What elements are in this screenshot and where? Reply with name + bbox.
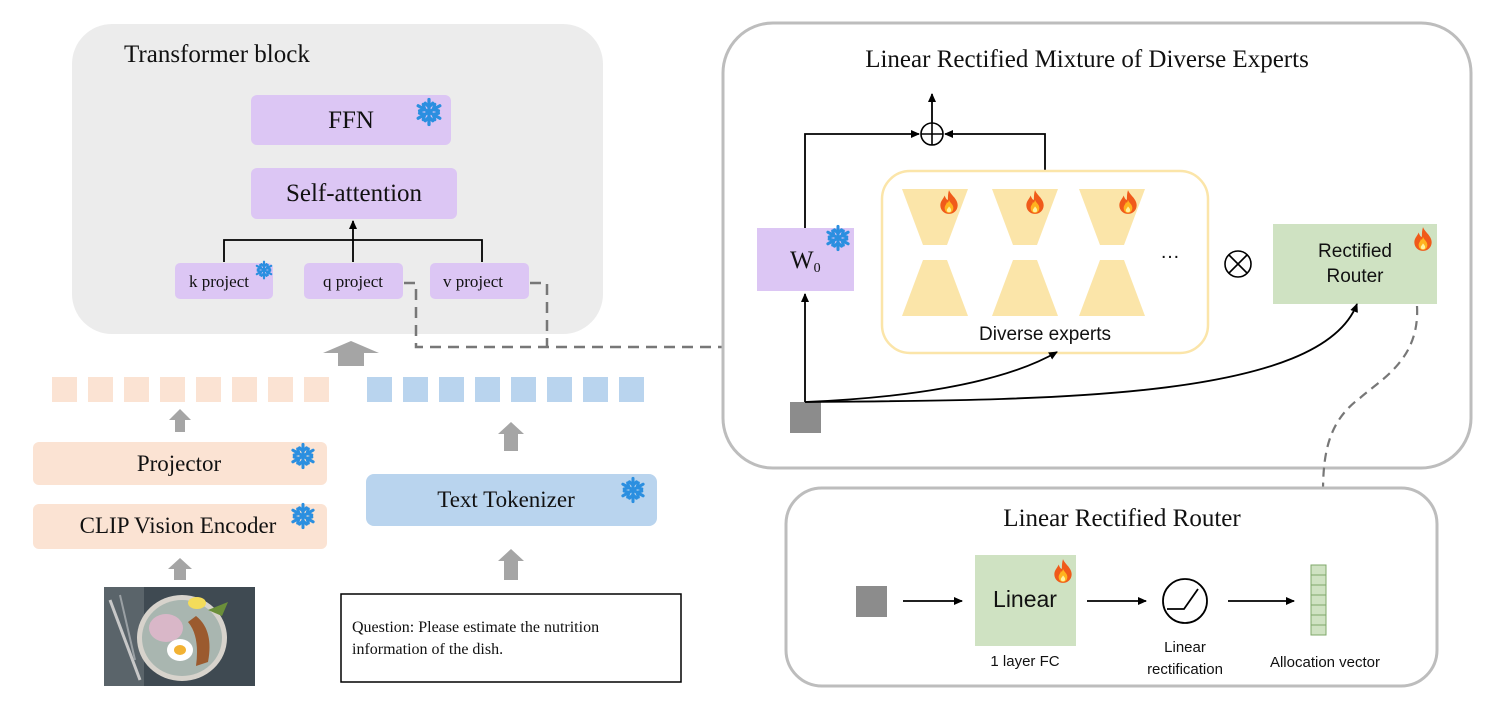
q-project-label: q project: [323, 272, 383, 291]
relu-icon: [1162, 578, 1208, 624]
router-panel-frame: [784, 486, 1439, 688]
text-tokenizer-label: Text Tokenizer: [437, 487, 575, 512]
rectified-router-box: [1273, 224, 1437, 304]
text-tokens: [367, 377, 644, 402]
experts-ellipsis: …: [1160, 241, 1180, 263]
v-project-box: [430, 263, 529, 299]
food-image: [104, 587, 255, 686]
router-line-1: Rectified: [1318, 241, 1392, 262]
router-input-token: [856, 586, 887, 617]
router-panel: Linear Rectified Router Linear 1 layer F…: [784, 486, 1439, 688]
multiply-circle: [1224, 250, 1252, 278]
projector-up-arrow: [169, 409, 191, 432]
self-attention-label: Self-attention: [286, 180, 423, 207]
w0-label: W0: [790, 247, 821, 276]
ffn-box: [251, 95, 451, 145]
diverse-experts-label: Diverse experts: [979, 324, 1111, 345]
clip-encoder-box: [33, 504, 327, 549]
clip-encoder-label: CLIP Vision Encoder: [80, 513, 277, 538]
router-line-2: Router: [1326, 266, 1384, 287]
router-dashed-link: [1321, 305, 1419, 493]
question-box: [340, 593, 682, 683]
projector-box: [33, 442, 327, 485]
lora-dashed-link-v: [530, 281, 549, 347]
tokenizer-up-arrow: [498, 422, 524, 451]
rectification-line-2: rectification: [1147, 661, 1223, 678]
moe-title: Linear Rectified Mixture of Diverse Expe…: [865, 46, 1309, 73]
transformer-block: Transformer block FFN Self-attention k p…: [72, 24, 603, 334]
image-up-arrow: [168, 558, 192, 580]
experts-to-sum-line: [944, 130, 1046, 171]
projector-label: Projector: [137, 451, 222, 476]
router-panel-title: Linear Rectified Router: [1003, 505, 1241, 532]
text-tokenizer-box: [366, 474, 657, 526]
lora-dashed-link: [404, 281, 722, 349]
moe-panel: Linear Rectified Mixture of Diverse Expe…: [721, 21, 1473, 470]
question-up-arrow: [498, 549, 524, 580]
rectification-line-1: Linear: [1164, 639, 1206, 656]
sum-circle: [920, 122, 944, 146]
question-line-1: Question: Please estimate the nutrition: [352, 619, 599, 636]
image-tokens: [52, 377, 329, 402]
self-attention-box: [251, 168, 457, 219]
v-project-label: v project: [443, 272, 503, 291]
fc-label: 1 layer FC: [990, 653, 1059, 670]
allocation-vector: [1310, 564, 1327, 636]
linear-label: Linear: [993, 586, 1057, 612]
k-project-box: [175, 263, 273, 299]
k-project-label: k project: [189, 272, 249, 291]
input-token: [790, 402, 821, 433]
allocation-label: Allocation vector: [1270, 654, 1380, 671]
transformer-title: Transformer block: [124, 41, 310, 68]
input-to-experts-arrow: [804, 351, 1058, 403]
question-line-2: information of the dish.: [352, 641, 503, 658]
ffn-label: FFN: [328, 107, 374, 134]
input-to-router-arrow: [804, 303, 1358, 403]
w0-to-sum-line: [804, 130, 920, 228]
tokens-up-arrow: [323, 341, 379, 366]
q-project-box: [304, 263, 403, 299]
